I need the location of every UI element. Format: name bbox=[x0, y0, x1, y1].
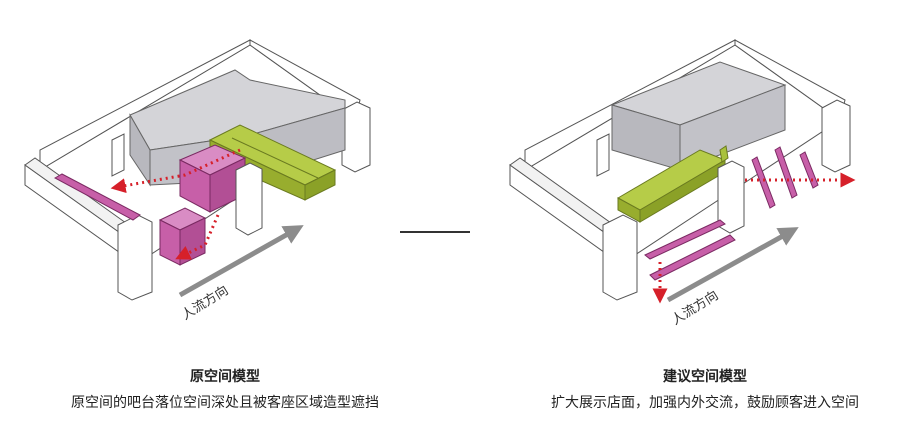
red-dotted-arrow bbox=[110, 148, 241, 194]
left-caption-title: 原空间模型 bbox=[190, 369, 260, 385]
flow-direction-arrow-icon bbox=[178, 225, 304, 298]
magenta-bench bbox=[799, 151, 819, 189]
right-corner-pillar bbox=[602, 214, 638, 301]
left-back-pillar bbox=[341, 101, 371, 173]
flow-direction-arrow-icon bbox=[666, 227, 799, 303]
left-mid-pillar bbox=[235, 162, 263, 236]
proposed-space-model: 人流方向 bbox=[509, 39, 856, 328]
magenta-bench bbox=[774, 146, 798, 199]
right-caption-title: 建议空间模型 bbox=[663, 369, 747, 385]
left-caption-description: 原空间的吧台落位空间深处且被客座区域造型遮挡 bbox=[71, 395, 379, 411]
magenta-bench bbox=[53, 173, 141, 221]
right-door bbox=[596, 133, 610, 177]
lime-seat-groove bbox=[231, 137, 319, 179]
right-caption-description: 扩大展示店面，加强内外交流，鼓励顾客进入空间 bbox=[551, 395, 859, 411]
gray-block-side bbox=[679, 84, 786, 171]
magenta-bench bbox=[751, 156, 776, 209]
left-corner-pillar bbox=[117, 214, 153, 301]
left-door bbox=[111, 133, 125, 177]
lime-seating-end bbox=[304, 169, 336, 201]
left-flow-label: 人流方向 bbox=[179, 282, 232, 323]
right-caption: 建议空间模型 扩大展示店面，加强内外交流，鼓励顾客进入空间 bbox=[520, 366, 890, 412]
lime-counter-tab bbox=[719, 145, 729, 163]
magenta-bench bbox=[644, 219, 726, 260]
original-space-model: 人流方向 bbox=[24, 39, 371, 323]
right-back-pillar bbox=[821, 99, 851, 173]
red-dotted-arrow bbox=[175, 214, 220, 260]
left-caption: 原空间模型 原空间的吧台落位空间深处且被客座区域造型遮挡 bbox=[40, 366, 410, 412]
magenta-bench bbox=[649, 234, 736, 281]
